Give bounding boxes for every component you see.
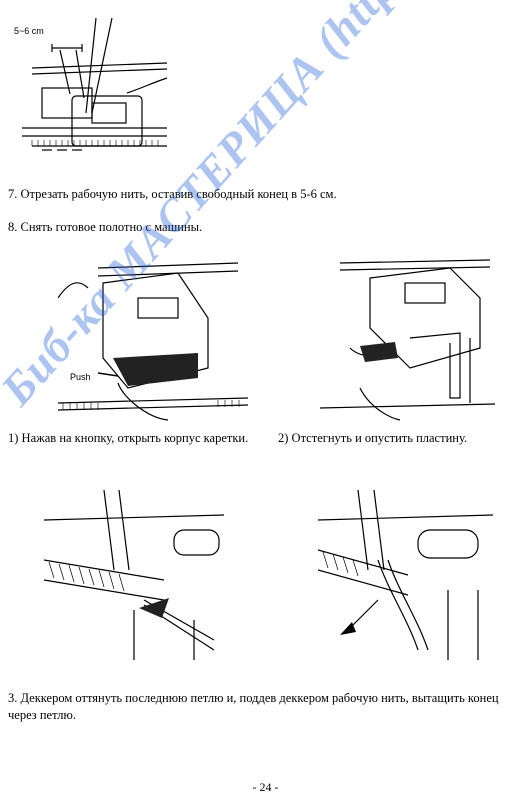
step-8-2-text: 2) Отстегнуть и опустить пластину. bbox=[278, 431, 468, 445]
figure-lower-plate bbox=[320, 258, 495, 423]
figure-lower-plate-drawing bbox=[320, 259, 495, 421]
page-number: - 24 - bbox=[252, 780, 279, 794]
figure-pull-thread-drawing bbox=[318, 490, 493, 660]
step-7-text: 7. Отрезать рабочую нить, оставив свобод… bbox=[8, 187, 337, 201]
step-8-text: 8. Снять готовое полотно с машины. bbox=[8, 220, 203, 234]
step-8-3-text: 3. Деккером оттянуть последнюю петлю и, … bbox=[8, 691, 499, 722]
figure-pull-loop-drawing bbox=[44, 490, 224, 660]
figure-pull-loop bbox=[44, 490, 224, 660]
step-8-1-text: 1) Нажав на кнопку, открыть корпус карет… bbox=[8, 431, 249, 445]
figure-cut-thread-drawing bbox=[22, 18, 168, 151]
figure-dimension-label: 5~6 cm bbox=[14, 26, 44, 36]
figure-push-label: Push bbox=[70, 372, 91, 382]
figure-cut-thread: 5~6 cm bbox=[12, 18, 172, 168]
figure-open-carriage: Push bbox=[58, 258, 248, 423]
figure-open-carriage-drawing bbox=[58, 262, 248, 421]
figure-pull-thread bbox=[318, 490, 493, 660]
